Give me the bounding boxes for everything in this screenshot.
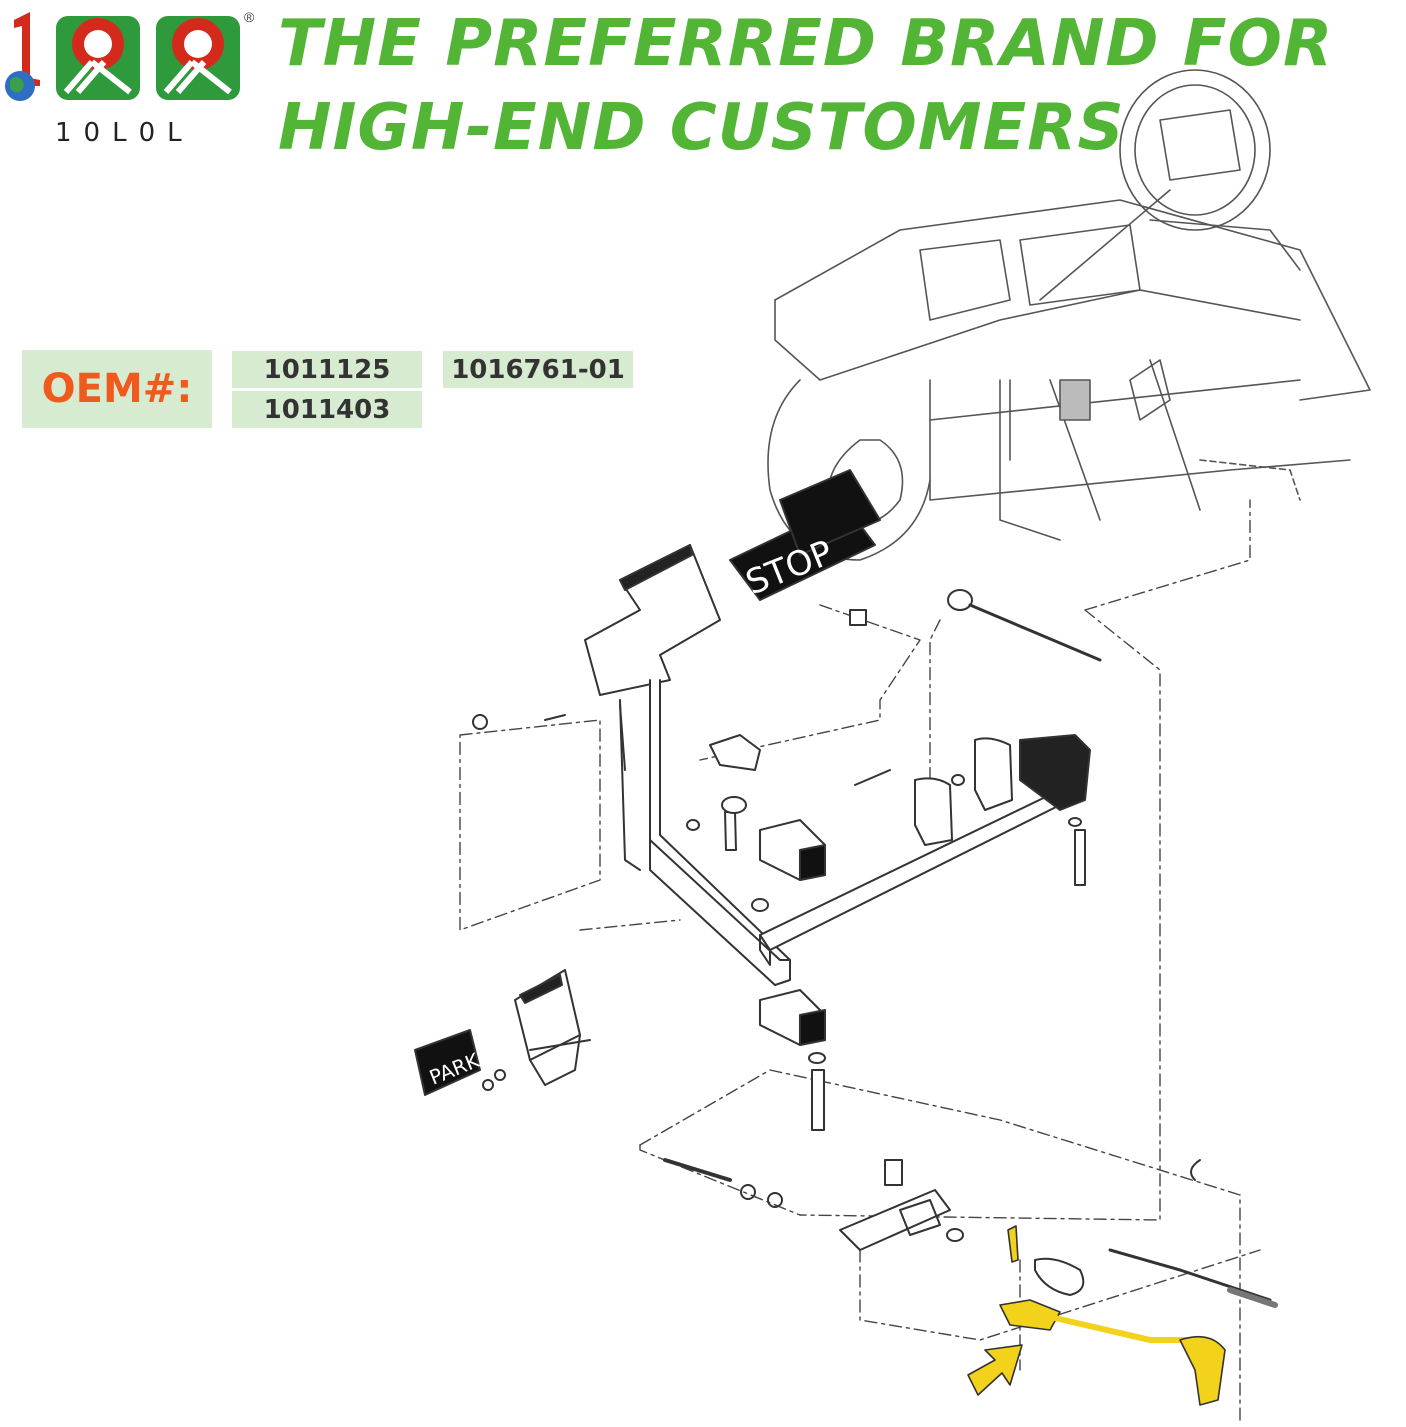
brake-pedal: [584, 469, 881, 986]
oem-label: OEM#:: [41, 366, 193, 412]
logo-wordmark: 10L0L: [55, 118, 194, 148]
pillow-blocks: [709, 734, 826, 1046]
registered-mark: ®: [244, 9, 255, 25]
part-number-box: 1016761-01: [443, 351, 633, 388]
part-number: 1011125: [263, 354, 391, 385]
brake-linkage: [663, 1158, 1278, 1308]
logo-mark: ®: [5, 9, 255, 101]
pedal-shaft: [759, 734, 1091, 966]
part-number-box: 1011403: [232, 391, 422, 428]
oem-label-box: OEM#:: [22, 350, 212, 428]
part-number-box: 1011125: [232, 351, 422, 388]
park-brake: [414, 969, 591, 1096]
page-headline: THE PREFERRED BRAND FOR HIGH-END CUSTOME…: [278, 7, 1334, 165]
fasteners: [472, 589, 1102, 1131]
brand-logo: ®: [0, 0, 270, 150]
golf-cart-frame: [767, 69, 1371, 561]
part-number: 1016761-01: [451, 354, 625, 385]
highlighted-brake-cable-part: [967, 1225, 1226, 1406]
leader-lines: [459, 499, 1261, 1421]
part-number: 1011403: [263, 394, 391, 425]
